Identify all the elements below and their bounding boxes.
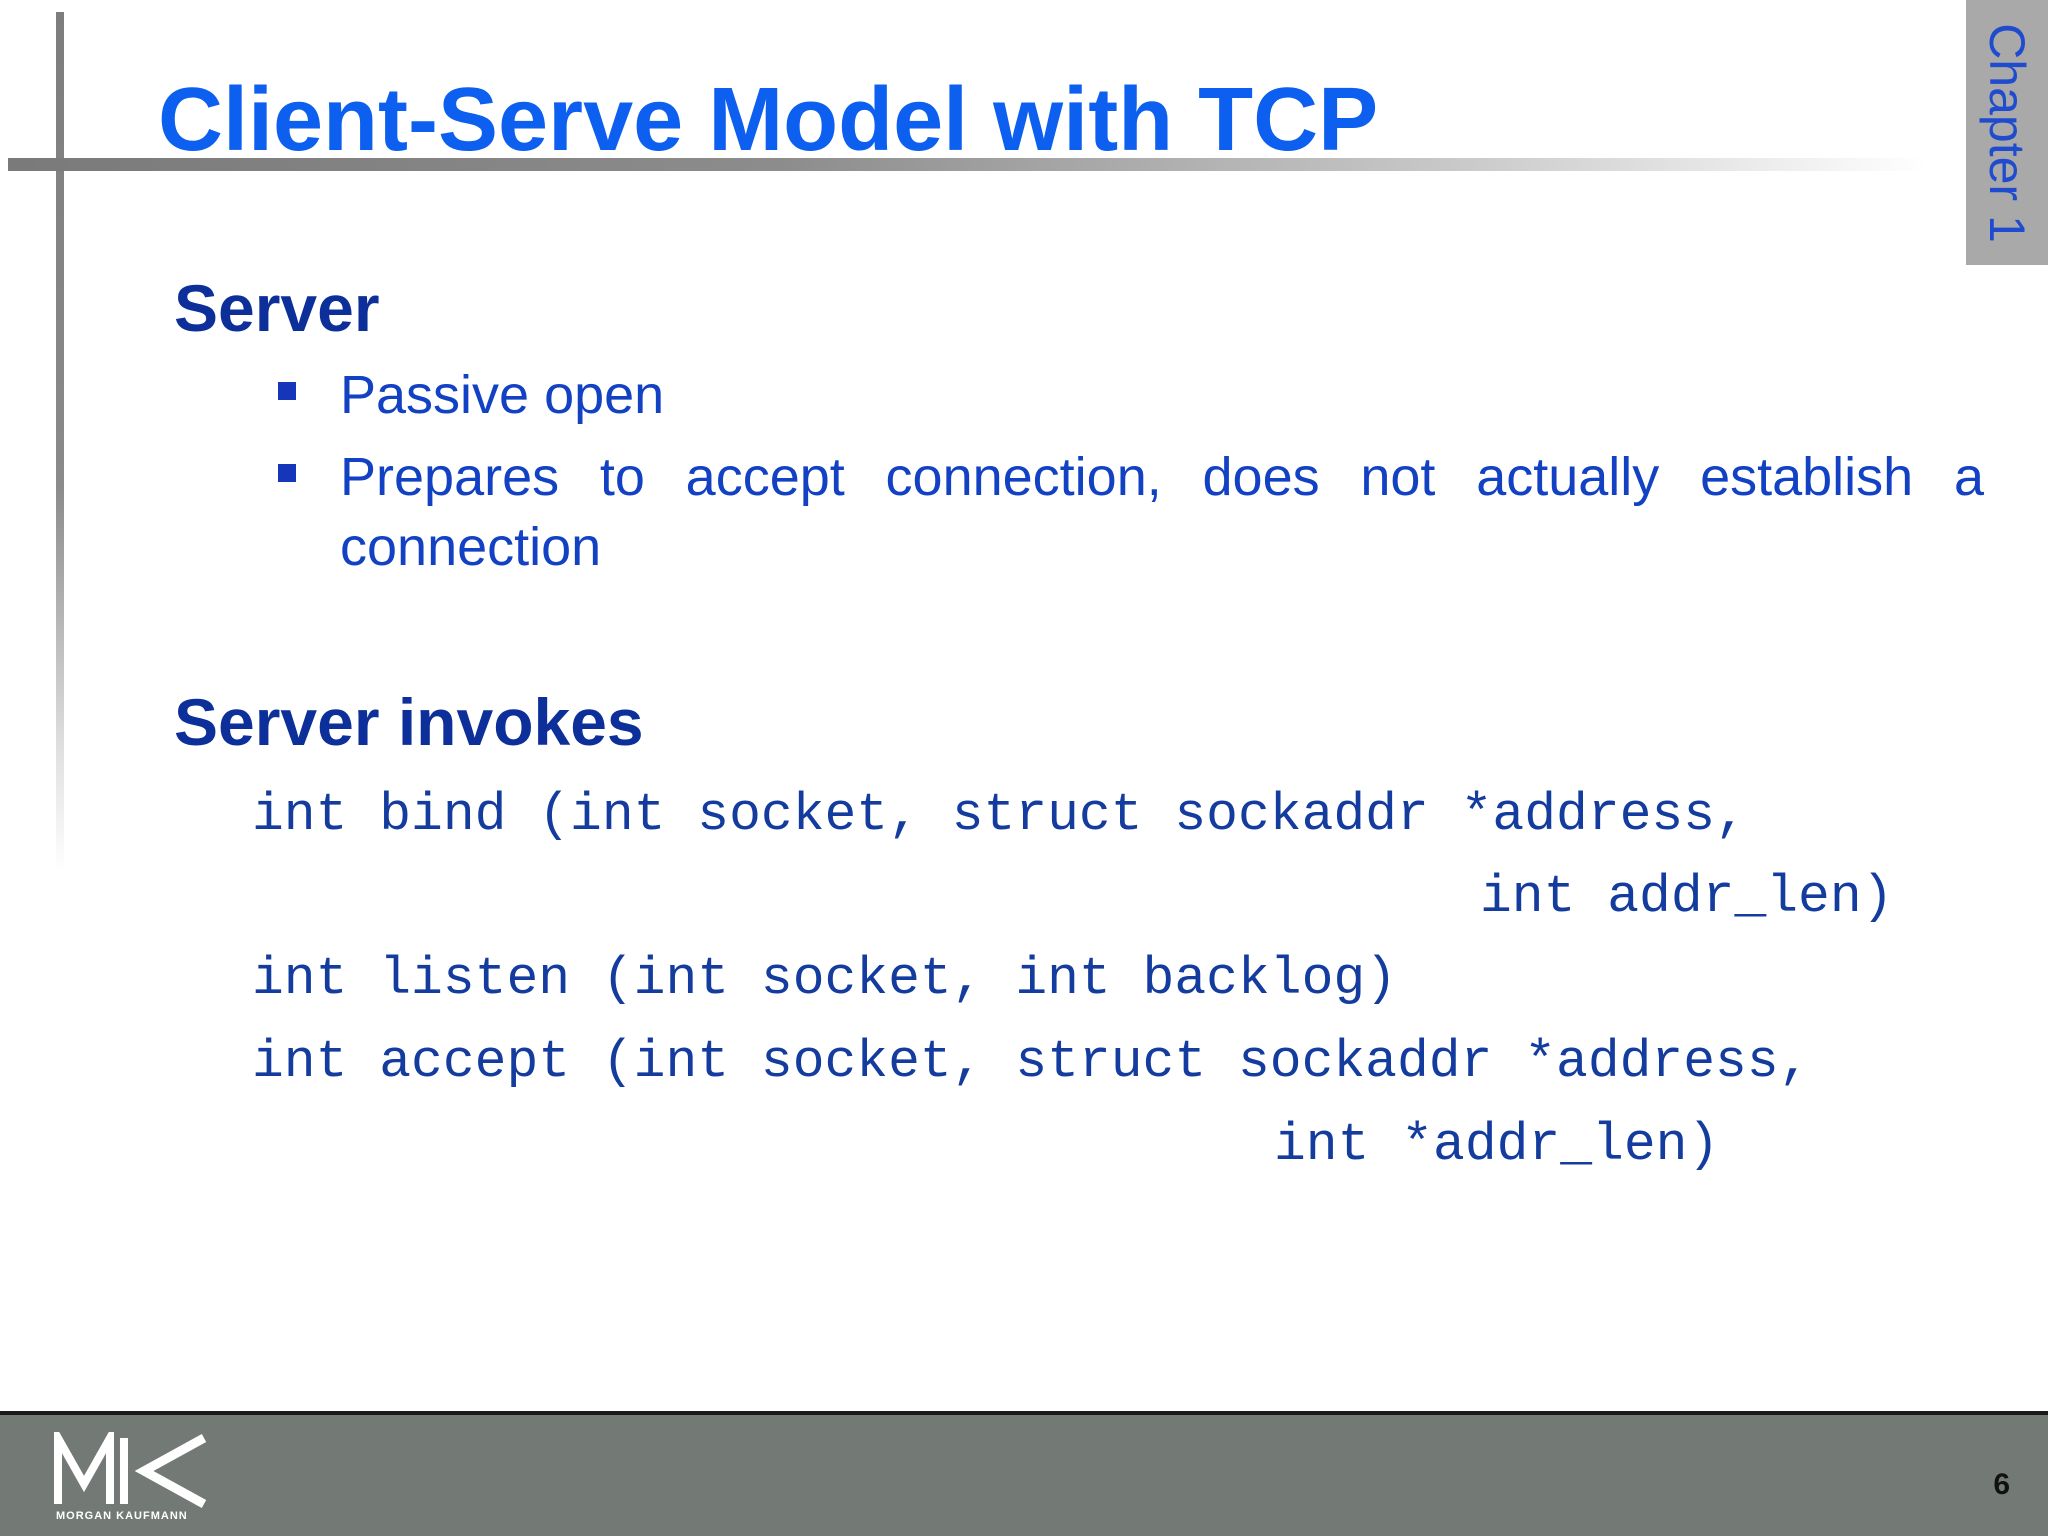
footer-bar: [0, 1411, 2048, 1536]
vertical-accent-bar: [56, 12, 64, 872]
code-line-accept: int accept (int socket, struct sockaddr …: [252, 1032, 1811, 1092]
code-line-accept-continuation: int *addr_len): [1274, 1115, 1720, 1175]
chapter-tab-label-wrapper: Chapter 1: [1966, 0, 2048, 265]
logo-subtext: MORGAN KAUFMANN: [56, 1510, 188, 1522]
code-line-listen: int listen (int socket, int backlog): [252, 949, 1397, 1009]
square-bullet-icon: [278, 382, 296, 400]
section-heading-server-invokes: Server invokes: [174, 685, 644, 759]
code-line-bind: int bind (int socket, struct sockaddr *a…: [252, 785, 1747, 845]
chapter-tab-label: Chapter 1: [1979, 22, 2035, 243]
bullet-text: Prepares to accept connection, does not …: [340, 447, 1984, 577]
server-bullet-list: Passive open Prepares to accept connecti…: [278, 360, 1984, 594]
square-bullet-icon: [278, 464, 296, 482]
page-number: 6: [1993, 1468, 2010, 1501]
chapter-tab: [1966, 0, 2048, 265]
slide-title: Client-Serve Model with TCP: [158, 70, 1379, 170]
section-heading-server: Server: [174, 271, 380, 345]
bullet-text: Passive open: [340, 365, 665, 425]
bullet-item: Passive open: [278, 360, 1984, 430]
horizontal-accent-bar: [8, 158, 1928, 171]
morgan-kaufmann-logo: [54, 1432, 207, 1508]
code-line-bind-continuation: int addr_len): [1480, 867, 1894, 927]
bullet-item: Prepares to accept connection, does not …: [278, 442, 1984, 582]
